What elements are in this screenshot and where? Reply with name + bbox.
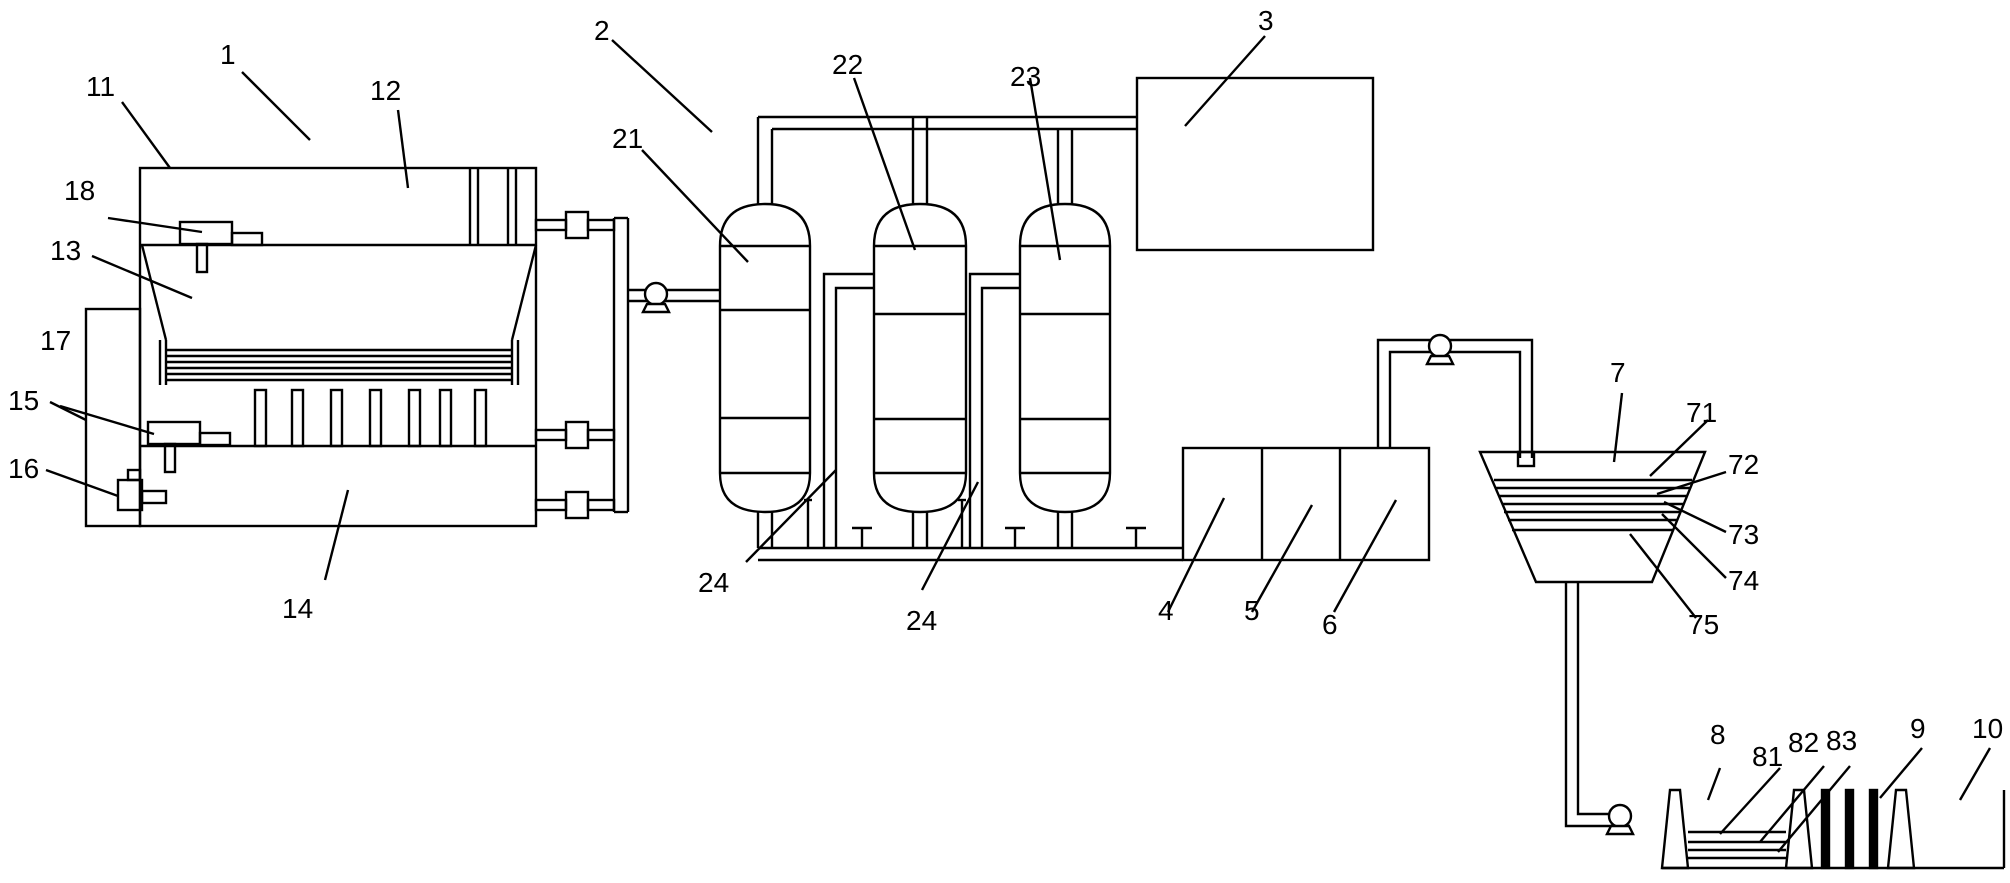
label-7: 7 [1610, 357, 1626, 388]
label-24-right: 24 [906, 605, 937, 636]
filter-funnel-7 [1478, 450, 1707, 836]
label-8: 8 [1710, 719, 1726, 750]
label-13: 13 [50, 235, 81, 266]
label-12: 12 [370, 75, 401, 106]
label-9: 9 [1910, 713, 1926, 744]
label-16: 16 [8, 453, 39, 484]
label-71: 71 [1686, 397, 1717, 428]
label-17: 17 [40, 325, 71, 356]
label-10: 10 [1972, 713, 2003, 744]
label-1: 1 [220, 39, 236, 70]
label-6: 6 [1322, 609, 1338, 640]
label-83: 83 [1826, 725, 1857, 756]
label-11: 11 [86, 71, 115, 102]
callout-labels: 1 11 12 18 13 17 15 16 14 2 21 22 23 3 2… [8, 5, 2003, 772]
label-21: 21 [612, 123, 643, 154]
tanks-4-5-6 [1181, 333, 1536, 562]
label-2: 2 [594, 15, 610, 46]
label-22: 22 [832, 49, 863, 80]
leader-lines [45, 35, 1992, 853]
label-81: 81 [1752, 741, 1783, 772]
label-24-left: 24 [698, 567, 729, 598]
label-5: 5 [1244, 595, 1260, 626]
label-82: 82 [1788, 727, 1819, 758]
treatment-tank-1 [84, 166, 720, 528]
label-74: 74 [1728, 565, 1759, 596]
label-73: 73 [1728, 519, 1759, 550]
settling-tanks-8-9-10 [1660, 788, 2006, 870]
label-23: 23 [1010, 61, 1041, 92]
gas-treatment-box-3 [1135, 76, 1375, 252]
adsorption-columns-2 [718, 115, 1183, 562]
label-75: 75 [1688, 609, 1719, 640]
label-72: 72 [1728, 449, 1759, 480]
label-4: 4 [1158, 595, 1174, 626]
label-15: 15 [8, 385, 39, 416]
label-18: 18 [64, 175, 95, 206]
label-14: 14 [282, 593, 313, 624]
label-3: 3 [1258, 5, 1274, 36]
